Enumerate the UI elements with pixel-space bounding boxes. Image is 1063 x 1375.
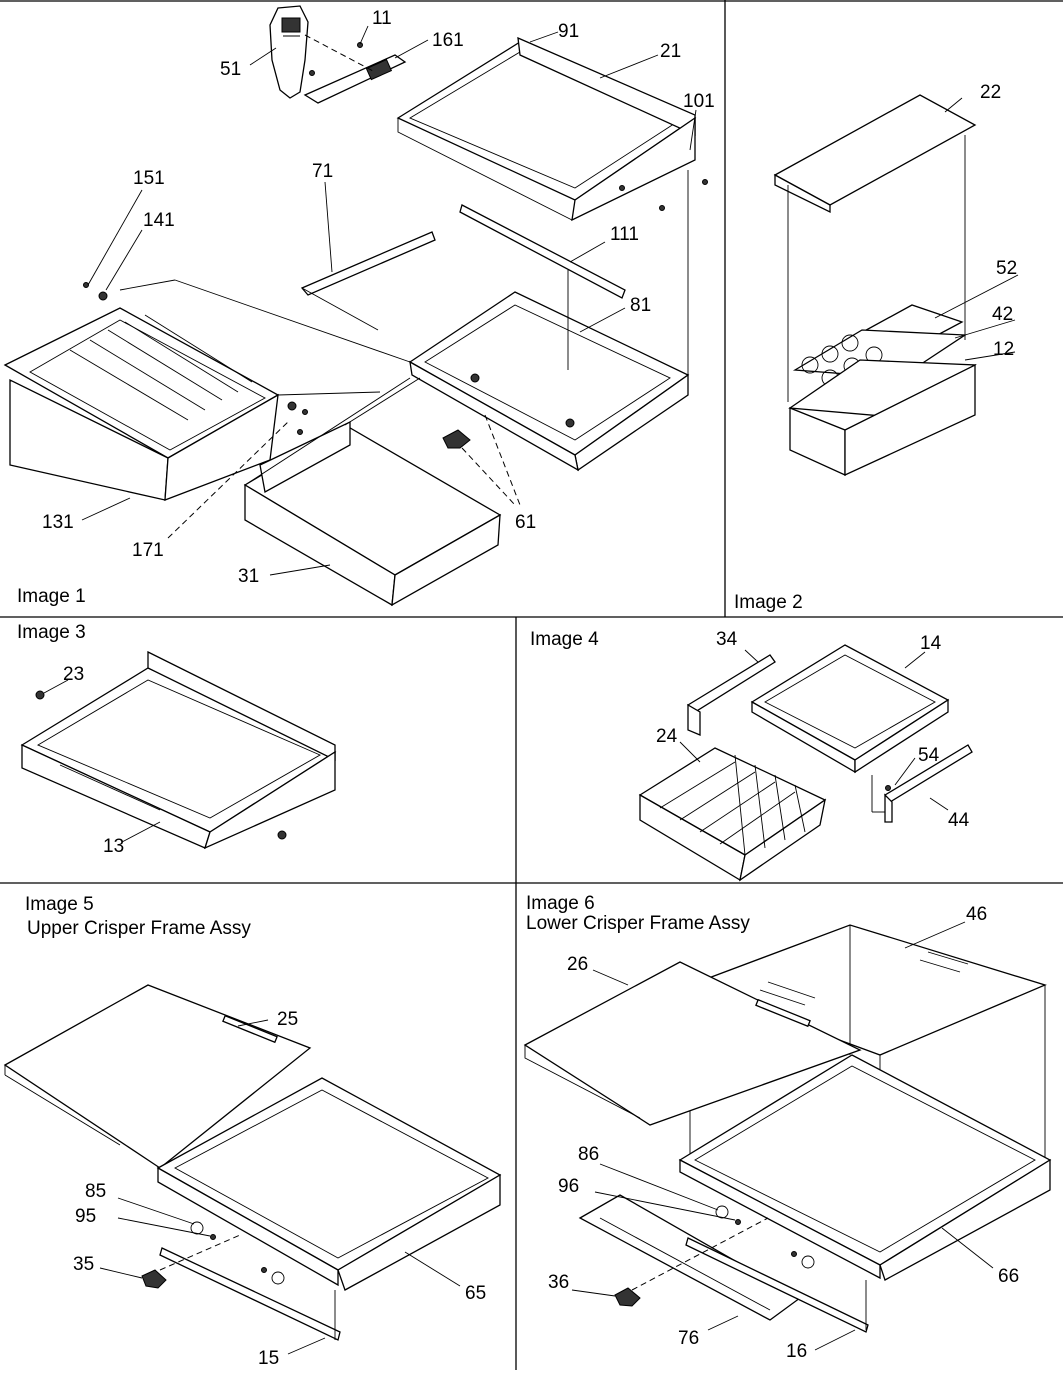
image6-drawing bbox=[523, 921, 1052, 1351]
panel-caption-image6: Image 6 bbox=[526, 893, 595, 914]
panel-caption-image1: Image 1 bbox=[17, 586, 86, 607]
callout: 86 bbox=[578, 1144, 599, 1165]
callout: 161 bbox=[432, 30, 464, 51]
callout: 66 bbox=[998, 1266, 1019, 1287]
callout: 171 bbox=[132, 540, 164, 561]
callout: 16 bbox=[786, 1341, 807, 1362]
image4-drawing bbox=[638, 644, 973, 882]
callout: 131 bbox=[42, 512, 74, 533]
panel-caption-image3: Image 3 bbox=[17, 622, 86, 643]
image1-drawing bbox=[3, 5, 708, 607]
callout: 81 bbox=[630, 295, 651, 316]
callout: 36 bbox=[548, 1272, 569, 1293]
callout: 11 bbox=[372, 8, 392, 29]
callout: 14 bbox=[920, 633, 942, 654]
callout: 34 bbox=[716, 629, 738, 650]
callout: 24 bbox=[656, 726, 678, 747]
callout: 12 bbox=[993, 339, 1014, 360]
callout: 26 bbox=[567, 954, 588, 975]
callout: 44 bbox=[948, 810, 970, 831]
callout: 65 bbox=[465, 1283, 486, 1304]
callout: 96 bbox=[558, 1176, 579, 1197]
callout: 71 bbox=[312, 161, 333, 182]
callout: 31 bbox=[238, 566, 259, 587]
callout: 35 bbox=[73, 1254, 94, 1275]
panel-caption-image5: Image 5 bbox=[25, 894, 94, 915]
callout: 101 bbox=[683, 91, 715, 112]
callout: 95 bbox=[75, 1206, 96, 1227]
callout: 85 bbox=[85, 1181, 106, 1202]
callout: 76 bbox=[678, 1328, 699, 1349]
panel-caption-image4: Image 4 bbox=[530, 629, 599, 650]
callout: 22 bbox=[980, 82, 1001, 103]
callout: 23 bbox=[63, 664, 84, 685]
callout: 51 bbox=[220, 59, 241, 80]
callout: 151 bbox=[133, 168, 165, 189]
callout: 25 bbox=[277, 1009, 298, 1030]
panel-caption-image2: Image 2 bbox=[734, 592, 803, 613]
callout: 21 bbox=[660, 41, 681, 62]
callout: 111 bbox=[610, 224, 639, 245]
panel-subtitle-image5: Upper Crisper Frame Assy bbox=[27, 918, 251, 939]
callout: 13 bbox=[103, 836, 124, 857]
callout: 42 bbox=[992, 304, 1013, 325]
callout: 61 bbox=[515, 512, 536, 533]
callout: 52 bbox=[996, 258, 1017, 279]
callout: 141 bbox=[143, 210, 175, 231]
callout: 46 bbox=[966, 904, 987, 925]
image2-drawing bbox=[773, 94, 1019, 477]
callout: 91 bbox=[558, 21, 579, 42]
image5-drawing bbox=[3, 984, 502, 1355]
panel-subtitle-image6: Lower Crisper Frame Assy bbox=[526, 913, 750, 934]
image3-drawing bbox=[20, 650, 337, 850]
callout: 15 bbox=[258, 1348, 279, 1369]
callout: 54 bbox=[918, 745, 940, 766]
